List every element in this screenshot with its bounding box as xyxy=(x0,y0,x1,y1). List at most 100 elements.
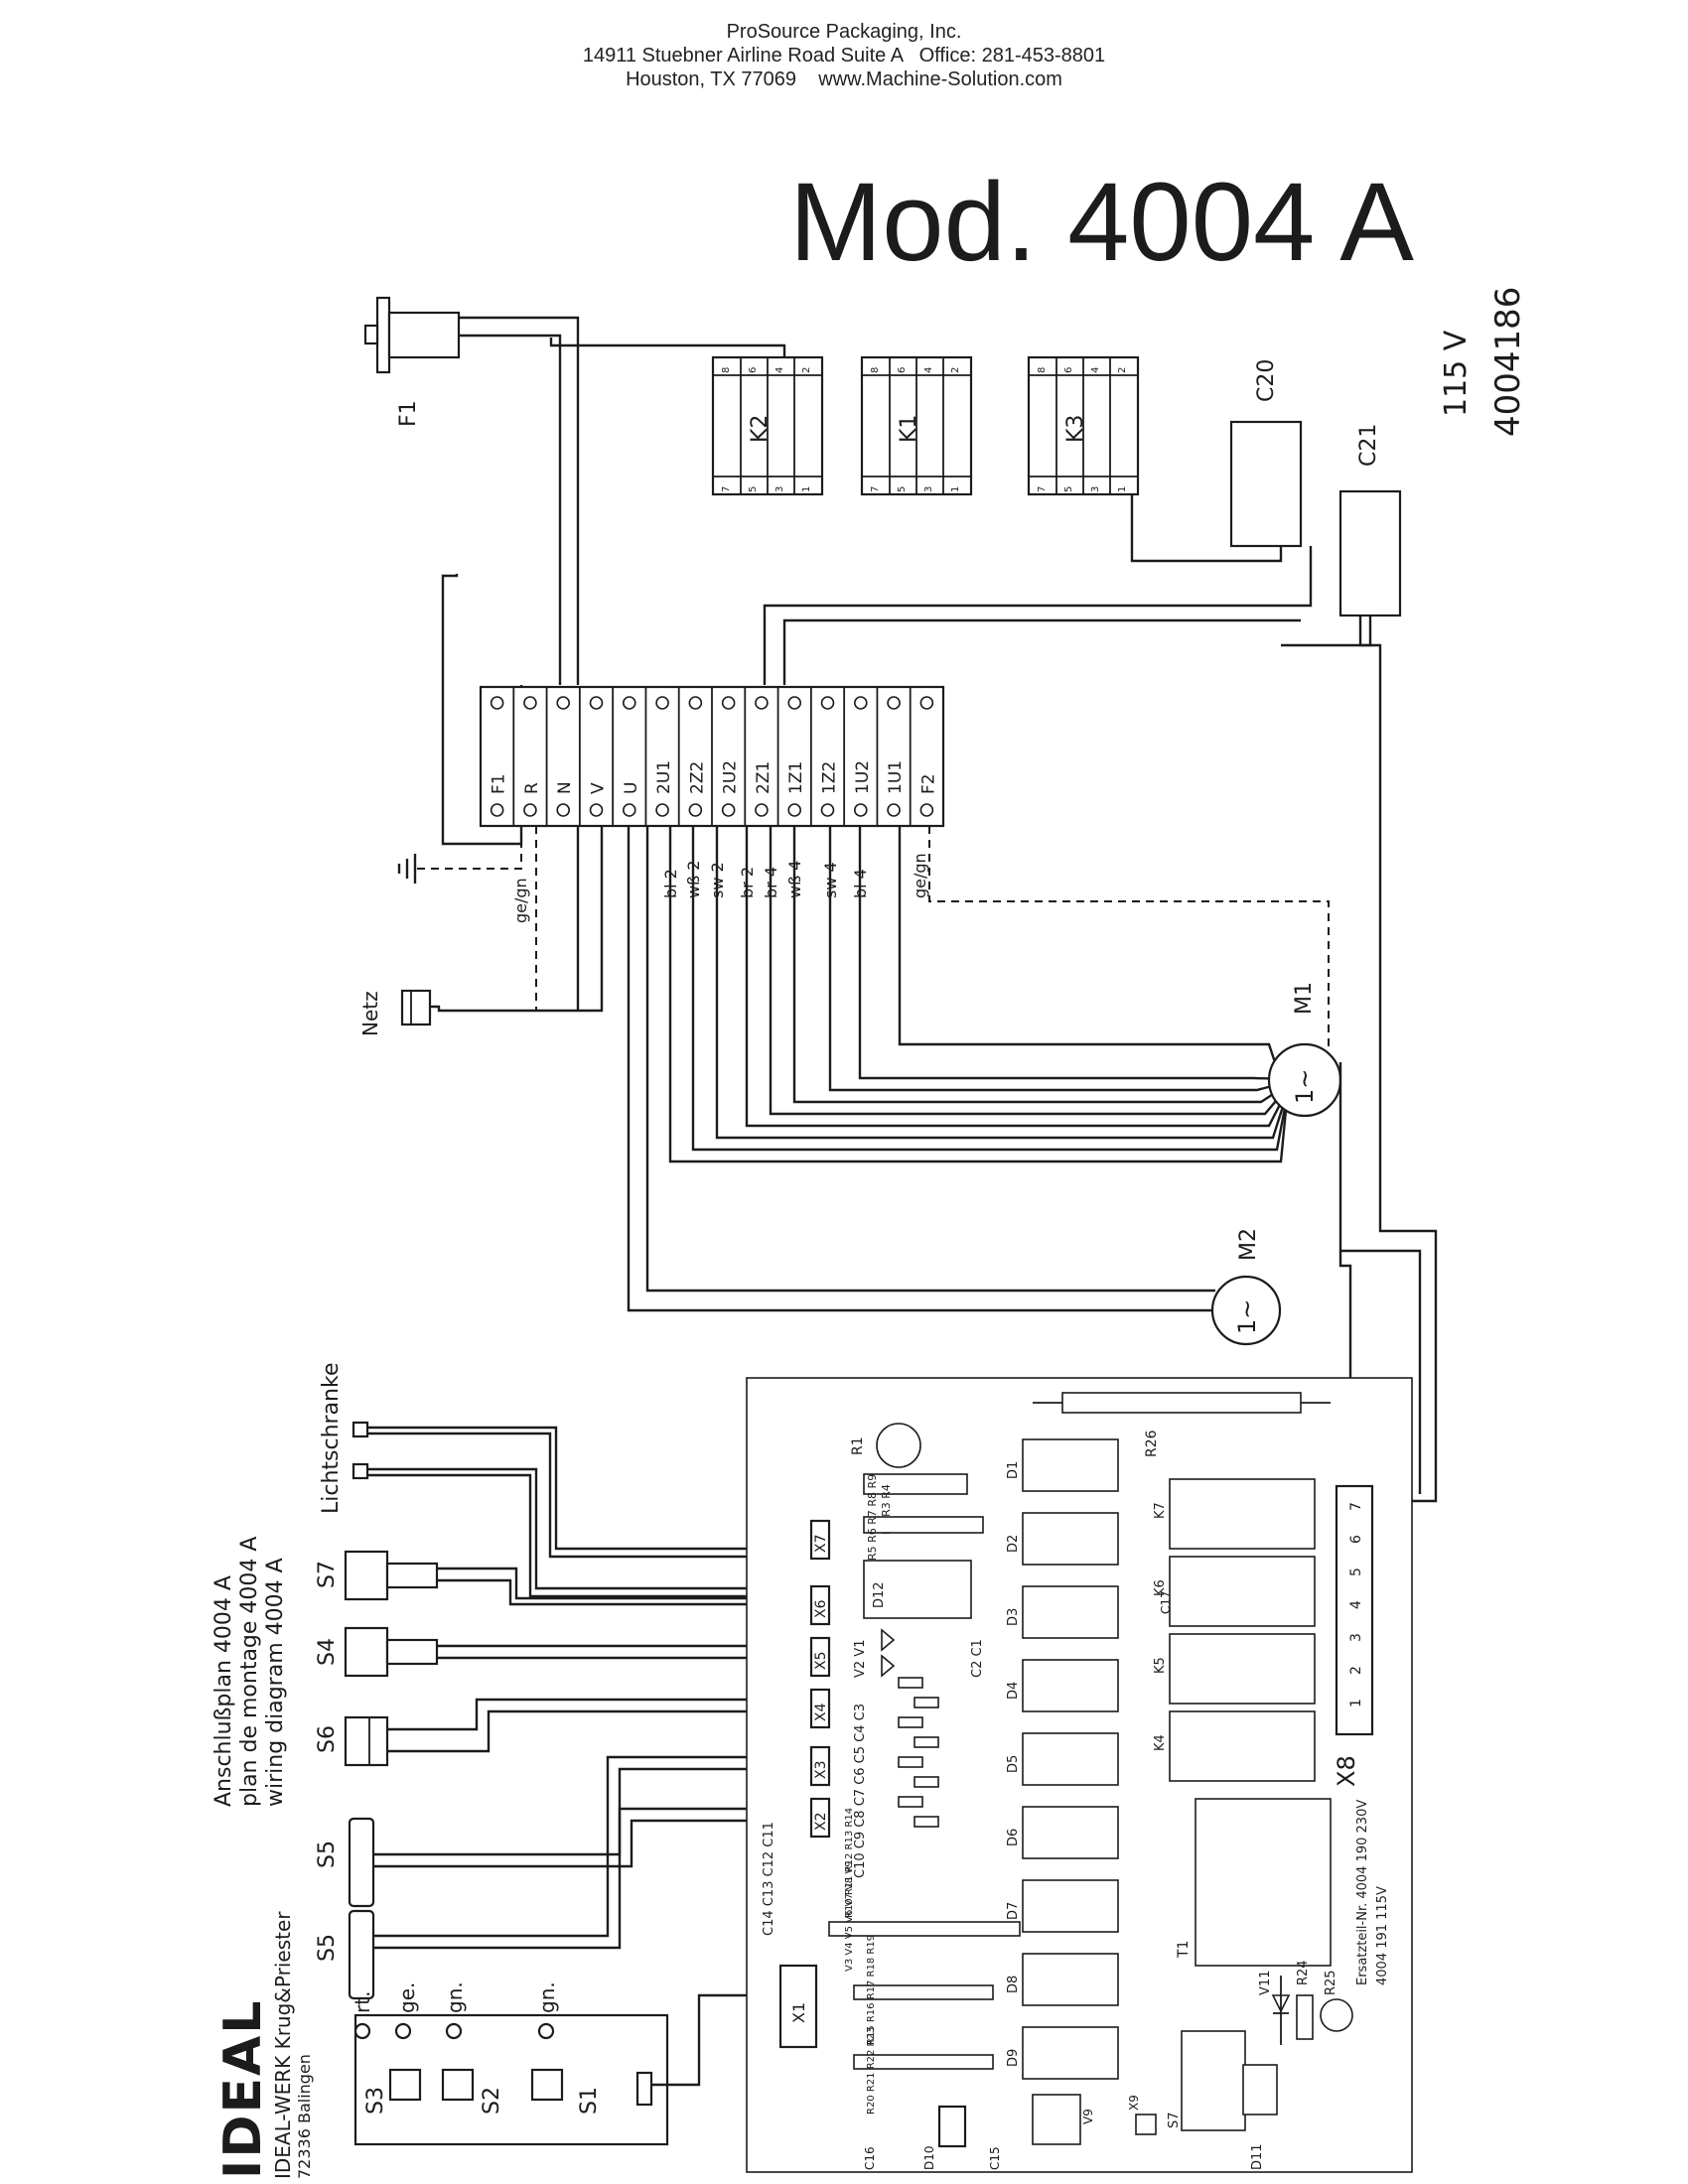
motor-wire xyxy=(898,826,1277,1063)
r24-label: R24 xyxy=(1296,1960,1311,1985)
legend: Anschlußplan 4004 A plan de montage 4004… xyxy=(211,1537,288,1807)
m2-symbol: 1~ xyxy=(1233,1299,1261,1334)
terminal-label: 2U1 xyxy=(654,760,674,794)
f1-label: F1 xyxy=(396,400,421,427)
terminal-label: 1U1 xyxy=(886,760,906,794)
switch-s4: S4 xyxy=(315,1626,814,1678)
terminal-screw-bottom xyxy=(655,803,669,817)
relay-k2: K2 xyxy=(711,355,824,496)
x8-pin-label: 1 xyxy=(1348,1699,1364,1707)
relay-pin-bottom: 5 xyxy=(748,486,759,492)
wire-color-label: bl 4 xyxy=(851,869,870,898)
relay-pin-bottom: 1 xyxy=(1117,486,1128,492)
motor-wire xyxy=(745,826,1289,1128)
k6-relay xyxy=(1169,1556,1316,1627)
c-top-label: C14 C13 C12 C11 xyxy=(762,1822,776,1936)
voltage-label: 115 V xyxy=(1439,330,1474,417)
relay-pin-top: 8 xyxy=(1037,367,1048,373)
c20-label: C20 xyxy=(1254,359,1279,402)
relay-pin-bottom: 7 xyxy=(1037,486,1048,492)
terminal-screw-top xyxy=(688,696,703,710)
wire-color-label: bl 2 xyxy=(661,869,680,898)
pcb-diode-package xyxy=(1022,1438,1119,1492)
relay-pin-bottom: 7 xyxy=(870,486,881,492)
terminal-label: 1Z2 xyxy=(820,761,840,794)
ideal-logo: IDEAL xyxy=(213,1999,273,2179)
x4-label: X4 xyxy=(813,1703,829,1721)
terminal-label: F1 xyxy=(490,773,509,794)
t1-label: T1 xyxy=(1176,1941,1192,1959)
terminal-screw-bottom xyxy=(688,803,703,817)
brand-block: IDEAL IDEAL-WERK Krug&Priester 72336 Bal… xyxy=(213,1911,314,2179)
k5-label: K5 xyxy=(1153,1657,1168,1674)
x5-connector xyxy=(809,1636,831,1678)
x6-label: X6 xyxy=(813,1599,829,1618)
relay-pin-top: 8 xyxy=(870,367,881,373)
company-name-vertical: IDEAL-WERK Krug&Priester xyxy=(271,1911,295,2179)
x1-label: X1 xyxy=(789,2002,808,2023)
switch-s7: S7 xyxy=(315,1550,814,1606)
m2-label: M2 xyxy=(1236,1228,1261,1261)
motor-m2-wire xyxy=(645,826,1215,1293)
relay-pin-top: 8 xyxy=(721,367,732,373)
terminal-screw-bottom xyxy=(556,803,571,817)
v9-label: V9 xyxy=(1081,2109,1095,2124)
pcb-diode-package xyxy=(1022,1732,1119,1786)
relay-k1: K1 xyxy=(860,355,973,496)
terminal-label: R xyxy=(522,782,542,794)
terminal-label: U xyxy=(622,782,641,794)
pcb-diode-v2 xyxy=(881,1654,896,1678)
x3-connector xyxy=(809,1745,831,1787)
terminal-screw-bottom xyxy=(755,803,769,817)
d11-label: D11 xyxy=(1250,2143,1265,2170)
spare-part-label: Ersatzteil-Nr. 4004 190 230V xyxy=(1355,1800,1370,1985)
terminal-label: N xyxy=(555,781,575,794)
terminal-screw-bottom xyxy=(721,803,736,817)
relay-pin-bottom: 5 xyxy=(897,486,908,492)
terminal-screw-top xyxy=(589,696,604,710)
r1-label: R1 xyxy=(850,1436,866,1455)
r-row5-label: R20 R21 R22 R23 xyxy=(866,2027,877,2115)
pcb-diode-package xyxy=(1022,1659,1119,1712)
terminal-screw-bottom xyxy=(919,803,934,817)
x5-label: X5 xyxy=(813,1652,829,1671)
company-address: 14911 Stuebner Airline Road Suite A Offi… xyxy=(582,45,1106,67)
terminal-label: 2Z2 xyxy=(687,761,707,794)
pcb-diode-package xyxy=(1022,1585,1119,1639)
wire-color-label: br 4 xyxy=(762,867,780,898)
relay-pin-top: 2 xyxy=(801,367,812,373)
r26-label: R26 xyxy=(1144,1430,1160,1457)
motor-wires xyxy=(627,826,1330,1312)
lichtschranke-label: Lichtschranke xyxy=(319,1363,344,1515)
motor-earth-wire xyxy=(928,826,1330,1050)
terminal-screw-top xyxy=(622,696,636,710)
pcb-diode-label: D4 xyxy=(1006,1682,1021,1700)
motor-m2-wire xyxy=(627,826,1212,1312)
motor-wire xyxy=(668,826,1289,1163)
pcb-diode-label: D8 xyxy=(1006,1976,1021,1993)
relay-pin-bottom: 7 xyxy=(721,486,732,492)
pcb-diode-package xyxy=(1022,1806,1119,1859)
terminal-screw-top xyxy=(523,696,537,710)
motor-wire xyxy=(715,826,1289,1140)
pcb-diode-v1 xyxy=(881,1628,896,1652)
terminal-screw-top xyxy=(721,696,736,710)
capacitor-c21: C21 xyxy=(1338,424,1402,617)
relay-pin-top: 4 xyxy=(774,367,785,373)
terminal-screw-bottom xyxy=(523,803,537,817)
r-row-mid: R5 R6 R7 R8 R9 xyxy=(866,1474,879,1561)
relay-pin-bottom: 5 xyxy=(1063,486,1074,492)
c17-label: C17 xyxy=(1159,1590,1173,1614)
k7-relay xyxy=(1169,1478,1316,1550)
terminal-screw-top xyxy=(787,696,802,710)
terminal-screw-bottom xyxy=(622,803,636,817)
s2-label: S2 xyxy=(480,2087,504,2115)
x7-label: X7 xyxy=(813,1535,829,1554)
x2-label: X2 xyxy=(813,1813,829,1832)
terminal-cells xyxy=(490,687,934,826)
pcb-diode-package xyxy=(1022,1879,1119,1933)
